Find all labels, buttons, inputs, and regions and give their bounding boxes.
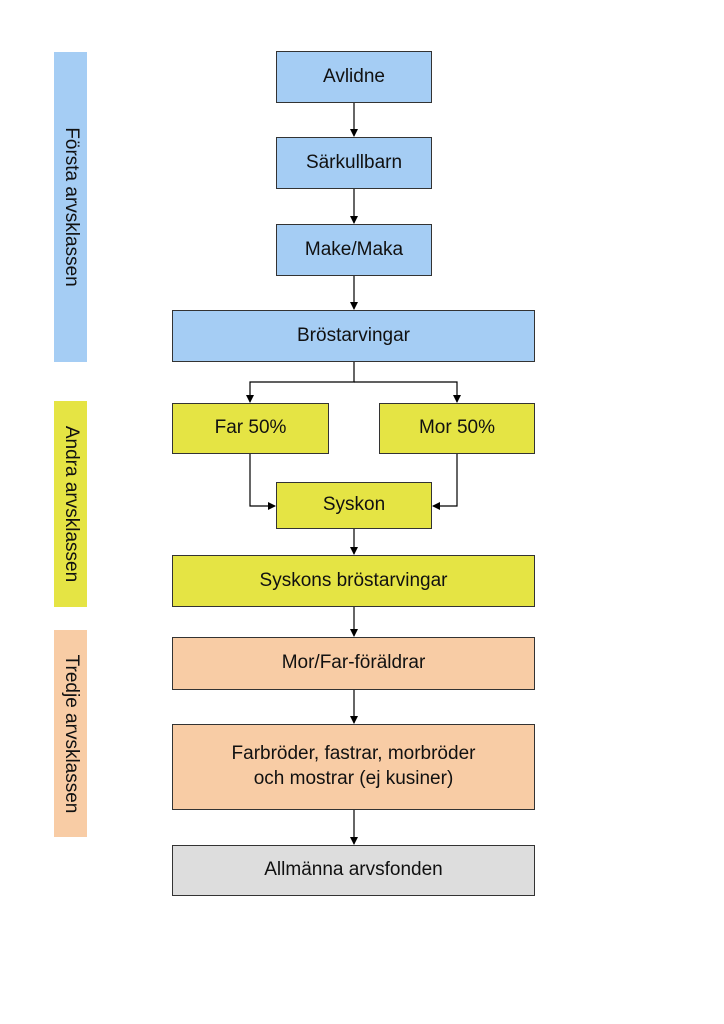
node-allmanna-arvsfonden-label: Allmänna arvsfonden [264, 859, 443, 881]
first-class-band: Första arvsklassen [54, 52, 87, 362]
node-far: Far 50% [172, 403, 329, 454]
node-far-label: Far 50% [214, 417, 287, 439]
node-syskons-brostarvingar: Syskons bröstarvingar [172, 555, 535, 607]
node-allmanna-arvsfonden: Allmänna arvsfonden [172, 845, 535, 896]
second-class-band: Andra arvsklassen [54, 401, 87, 607]
node-farbroder: Farbröder, fastrar, morbröder och mostra… [172, 724, 535, 810]
third-class-band: Tredje arvsklassen [54, 630, 87, 837]
node-brostarvingar-label: Bröstarvingar [297, 324, 410, 346]
node-mor-far-foraldrar-label: Mor/Far-föräldrar [281, 652, 426, 674]
first-class-label: Första arvsklassen [60, 127, 82, 287]
node-brostarvingar: Bröstarvingar [172, 310, 535, 362]
node-avlidne: Avlidne [276, 51, 432, 103]
node-avlidne-label: Avlidne [323, 65, 385, 87]
node-syskons-brostarvingar-label: Syskons bröstarvingar [259, 569, 448, 591]
node-mor-label: Mor 50% [418, 417, 496, 439]
second-class-label: Andra arvsklassen [60, 425, 82, 583]
third-class-label: Tredje arvsklassen [60, 654, 82, 813]
node-mor: Mor 50% [379, 403, 535, 454]
connector-brostarvingar-split [246, 362, 355, 403]
node-farbroder-label: Farbröder, fastrar, morbröder och mostra… [231, 743, 476, 789]
connector-mor-to-syskon [432, 454, 458, 510]
connector-far-to-syskon [249, 454, 276, 510]
node-sarkullbarn: Särkullbarn [276, 137, 432, 189]
connector-brostarvingar-to-mor [354, 381, 461, 403]
node-mor-far-foraldrar: Mor/Far-föräldrar [172, 637, 535, 690]
node-syskon: Syskon [276, 482, 432, 529]
node-make-maka: Make/Maka [276, 224, 432, 276]
node-syskon-label: Syskon [322, 494, 386, 516]
node-make-maka-label: Make/Maka [304, 238, 404, 260]
node-sarkullbarn-label: Särkullbarn [305, 151, 403, 173]
